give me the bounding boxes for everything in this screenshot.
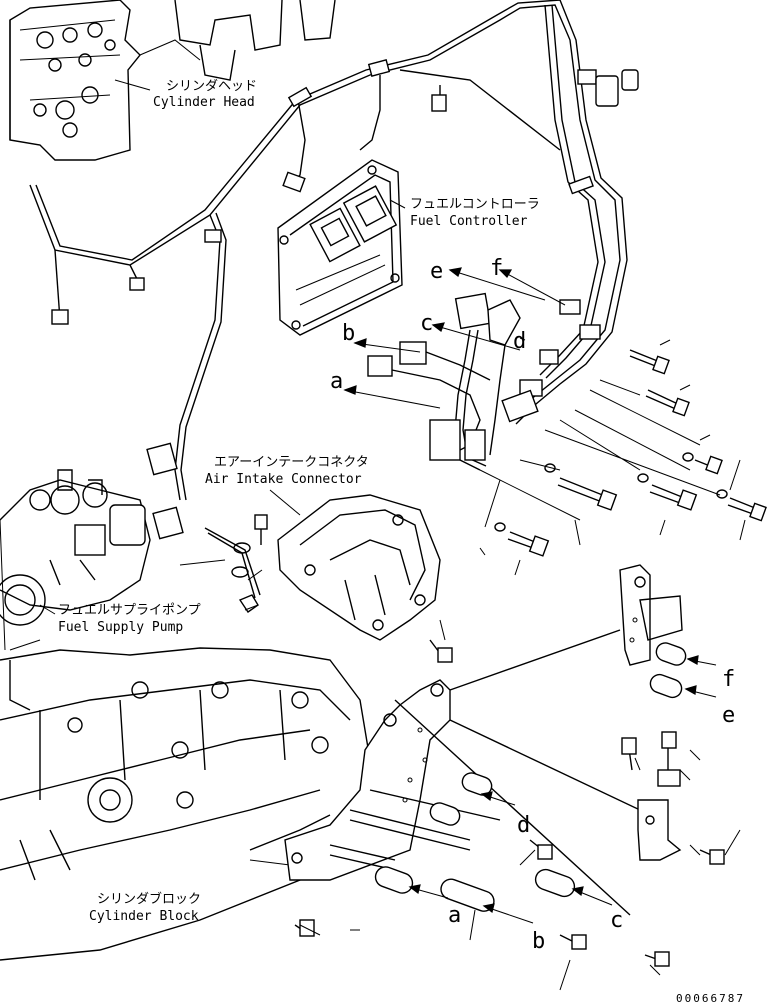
callout-e-bottom: e [722,703,735,728]
bolt-set-lower [294,639,725,967]
svg-text:フュエルサプライポンプ: フュエルサプライポンプ [58,603,201,618]
drawing-number: 00066787 [676,992,745,1005]
bolt-set-upper [479,339,767,576]
callout-a-bottom: a [448,903,461,928]
callout-b-bottom: b [532,929,545,954]
svg-text:フュエルコントローラ: フュエルコントローラ [410,197,540,212]
cylinder-block [0,647,371,961]
svg-text:Air Intake Connector: Air Intake Connector [205,472,362,487]
svg-text:Fuel Controller: Fuel Controller [410,214,528,229]
harness-connectors [367,292,539,471]
callout-c-bottom: c [610,908,623,933]
cylinder-head-label: シリンダヘッド Cylinder Head [114,79,257,110]
callout-d-top: d [513,329,526,354]
svg-text:エアーインテークコネクタ: エアーインテークコネクタ [214,455,369,470]
fuel-controller [277,159,403,336]
callout-c-top: c [420,311,433,336]
callout-b-top: b [342,321,355,346]
svg-text:シリンダヘッド: シリンダヘッド [166,79,257,94]
svg-text:Cylinder Block: Cylinder Block [89,909,199,924]
callout-a-top: a [330,369,343,394]
air-intake-connector [204,494,441,641]
svg-text:Cylinder Head: Cylinder Head [153,95,255,110]
fuel-controller-label: フュエルコントローラ Fuel Controller [389,197,540,229]
callout-f-top: f [490,256,503,281]
callout-f-bottom: f [722,667,735,692]
spacers [374,642,687,912]
cylinder-head [9,0,336,161]
callout-leaders-top [343,267,566,409]
svg-text:シリンダブロック: シリンダブロック [97,891,201,907]
fuel-supply-pump-label: フュエルサプライポンプ Fuel Supply Pump [39,603,201,635]
fuel-supply-pump [0,442,184,651]
bracket-assembly [284,564,683,916]
svg-text:Fuel Supply Pump: Fuel Supply Pump [58,620,183,635]
callout-d-bottom: d [517,813,530,838]
cylinder-block-label: シリンダブロック Cylinder Block [89,859,291,924]
callout-leaders-bottom [299,619,741,991]
callout-e-top: e [430,259,443,284]
air-intake-connector-label: エアーインテークコネクタ Air Intake Connector [179,455,369,611]
